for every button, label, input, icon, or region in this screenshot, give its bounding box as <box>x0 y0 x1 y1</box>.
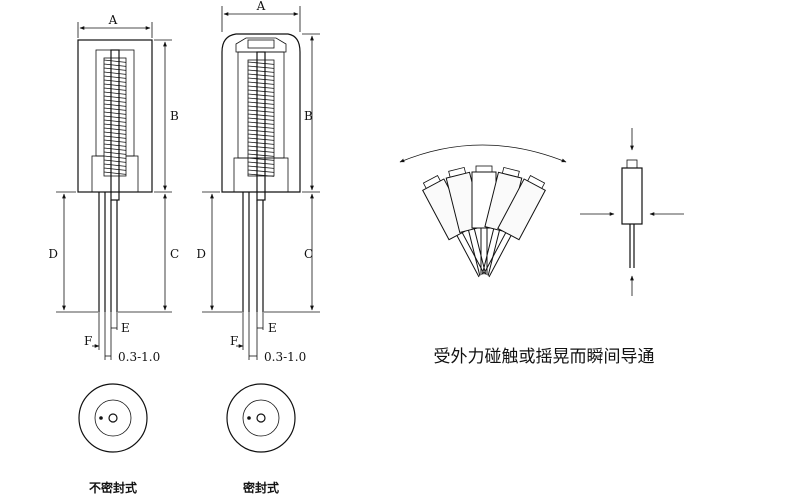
spring-coil <box>103 95 127 99</box>
spring-coil <box>103 111 127 115</box>
unsealed-switch-section: A B C D E F 0.3-1.0 不密封式 <box>48 13 179 495</box>
unsealed-dim-e: E <box>121 321 130 335</box>
force-illustration <box>580 128 684 296</box>
spring-coil <box>247 105 275 109</box>
spring-coil <box>247 173 275 177</box>
spring-coil <box>247 169 275 173</box>
spring-coil <box>103 59 127 63</box>
spring-coil <box>247 81 275 85</box>
unsealed-dim-a: A <box>108 13 118 27</box>
unsealed-dim-d: D <box>48 247 58 261</box>
spring-coil <box>103 127 127 131</box>
unsealed-caption: 不密封式 <box>89 480 137 495</box>
spring-coil <box>103 115 127 119</box>
spring-coil <box>247 113 275 117</box>
spring-coil <box>103 87 127 91</box>
sealed-dim-f: F <box>230 334 238 348</box>
spring-coil <box>247 69 275 73</box>
spring-coil <box>103 83 127 87</box>
spring-coil <box>103 143 127 147</box>
sealed-inner-cavity <box>237 51 285 159</box>
swing-arc-arrow <box>399 144 567 163</box>
sealed-top-cap <box>235 37 287 53</box>
spring-coil <box>247 165 275 169</box>
spring-coil <box>247 141 275 145</box>
spring-coil <box>247 73 275 77</box>
unsealed-dim-range: 0.3-1.0 <box>118 350 160 364</box>
sealed-bottom-view-inner <box>242 399 280 437</box>
spring-coil <box>103 67 127 71</box>
spring-coil <box>247 61 275 65</box>
spring-coil <box>247 77 275 81</box>
spring-coil <box>247 157 275 161</box>
spring-coil <box>247 129 275 133</box>
spring-coil <box>103 71 127 75</box>
spring-coil <box>103 123 127 127</box>
tilted-switches <box>422 165 546 278</box>
sealed-bottom-view-pin <box>256 413 266 423</box>
unsealed-bottom-view-outer <box>78 383 148 453</box>
unsealed-center-pin <box>110 49 120 201</box>
spring-coil <box>247 101 275 105</box>
sealed-bottom-plug <box>233 157 289 193</box>
sealed-spring-coils <box>247 61 275 177</box>
spring-coil <box>247 149 275 153</box>
spring-coil <box>103 159 127 163</box>
upright-switch-body <box>621 167 643 225</box>
sealed-dim-d: D <box>196 247 206 261</box>
spring-coil <box>103 107 127 111</box>
tilt-illustration <box>399 144 567 278</box>
unsealed-bottom-view-inner <box>94 399 132 437</box>
spring-coil <box>103 155 127 159</box>
spring-coil <box>247 85 275 89</box>
spring-coil <box>247 125 275 129</box>
spring-coil <box>103 163 127 167</box>
unsealed-dim-b: B <box>170 109 179 123</box>
spring-coil <box>247 65 275 69</box>
spring-coil <box>103 147 127 151</box>
sealed-bottom-view-outer <box>226 383 296 453</box>
spring-coil <box>247 97 275 101</box>
spring-coil <box>247 117 275 121</box>
sealed-dim-c: C <box>304 247 313 261</box>
unsealed-bottom-view-pin <box>108 413 118 423</box>
sealed-center-pin <box>256 51 266 201</box>
unsealed-dim-f: F <box>84 334 92 348</box>
spring-coil <box>103 63 127 67</box>
spring-coil <box>103 79 127 83</box>
spring-coil <box>103 75 127 79</box>
spring-coil <box>247 89 275 93</box>
unsealed-spring-coils <box>103 59 127 175</box>
unsealed-dim-c: C <box>170 247 179 261</box>
spring-coil <box>103 151 127 155</box>
spring-coil <box>247 133 275 137</box>
sealed-housing <box>221 33 301 193</box>
spring-coil <box>247 137 275 141</box>
spring-coil <box>247 121 275 125</box>
sealed-switch-section: A B C D E F 0.3-1.0 密封式 <box>196 0 320 495</box>
sealed-caption: 密封式 <box>243 480 279 495</box>
tilted-switch <box>483 175 546 278</box>
spring-coil <box>247 145 275 149</box>
sealed-dim-a: A <box>256 0 266 13</box>
spring-coil <box>103 139 127 143</box>
spring-coil <box>247 161 275 165</box>
spring-coil <box>247 109 275 113</box>
spring-coil <box>247 153 275 157</box>
spring-coil <box>103 135 127 139</box>
spring-coil <box>103 167 127 171</box>
sealed-dim-e: E <box>268 321 277 335</box>
spring-coil <box>103 119 127 123</box>
spring-coil <box>103 103 127 107</box>
description-caption: 受外力碰触或摇晃而瞬间导通 <box>434 347 655 367</box>
spring-coil <box>247 93 275 97</box>
spring-coil <box>103 131 127 135</box>
spring-coil <box>103 99 127 103</box>
spring-coil <box>103 171 127 175</box>
spring-coil <box>103 91 127 95</box>
sealed-dim-range: 0.3-1.0 <box>264 350 306 364</box>
sealed-dim-b: B <box>304 109 313 123</box>
